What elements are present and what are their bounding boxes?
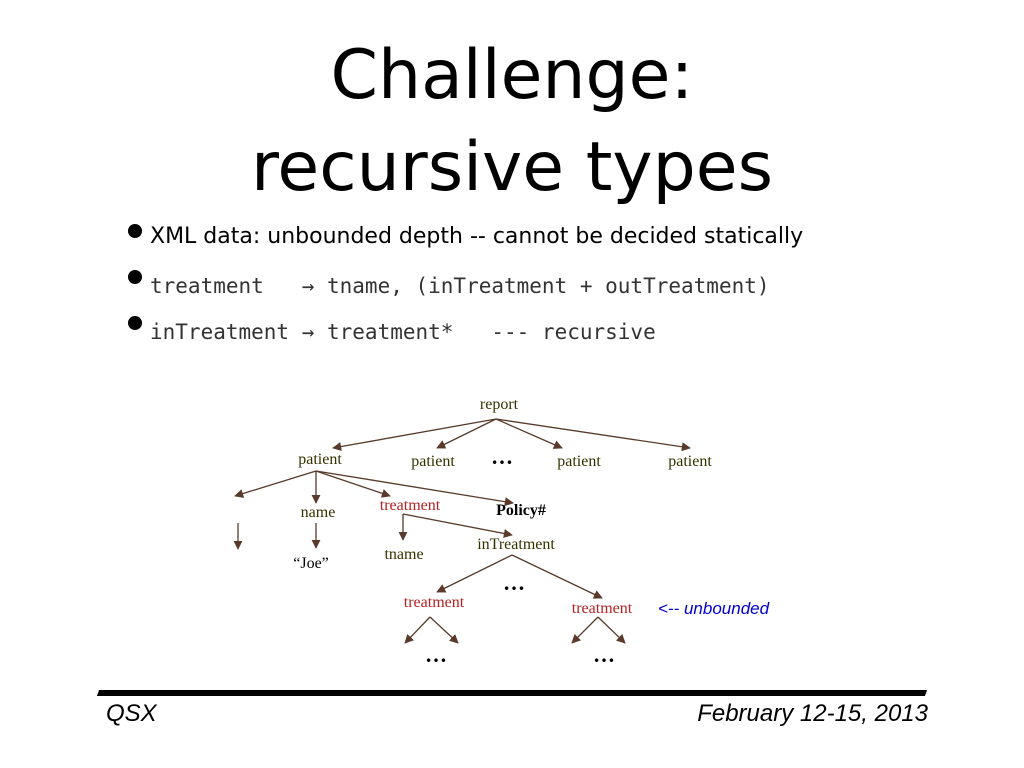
ellipsis: … (425, 642, 447, 667)
bullet-text: inTreatment → treatment* --- recursive (150, 320, 656, 344)
tree-edges (233, 418, 691, 644)
title-line-1: Challenge: (330, 36, 694, 115)
edge (315, 470, 391, 498)
edge (315, 470, 514, 507)
bullet-text: treatment → tname, (inTreatment + outTre… (150, 274, 770, 298)
node-name: name (301, 504, 336, 521)
node-treatment: treatment (404, 594, 465, 611)
node-treatment: treatment (572, 600, 633, 617)
node-tname: tname (384, 546, 423, 563)
ellipsis: … (491, 444, 513, 469)
bullet-item: XML data: unbounded depth -- cannot be d… (128, 220, 988, 266)
edge (402, 513, 513, 538)
node-report: report (480, 396, 519, 413)
node-patient: patient (668, 453, 712, 470)
edge (571, 616, 599, 644)
bullet-text: XML data: unbounded depth -- cannot be d… (150, 224, 804, 249)
node-intreatment: inTreatment (477, 536, 555, 553)
bullet-item: treatment → tname, (inTreatment + outTre… (128, 266, 988, 312)
ellipsis: … (593, 642, 615, 667)
node-patient: patient (298, 451, 342, 468)
edge (597, 616, 626, 644)
node-patient: patient (411, 453, 455, 470)
edge (495, 418, 563, 449)
edge (429, 616, 459, 644)
footer-divider (96, 690, 928, 696)
bullet-dot-icon (128, 270, 142, 284)
bullet-dot-icon (128, 316, 142, 330)
bullet-dot-icon (128, 224, 142, 238)
node-treatment: treatment (380, 497, 441, 514)
edge (511, 554, 603, 599)
edge (495, 418, 691, 452)
edge (436, 554, 513, 593)
node-joe: “Joe” (293, 555, 329, 572)
edge (436, 418, 497, 449)
bullet-list: XML data: unbounded depth -- cannot be d… (128, 220, 988, 358)
title-line-2: recursive types (250, 128, 774, 207)
footer-date: February 12-15, 2013 (697, 700, 928, 727)
edge (332, 418, 497, 452)
footer-course: QSX (106, 700, 157, 727)
edge (234, 470, 317, 498)
node-policy: Policy# (496, 502, 546, 519)
node-patient: patient (557, 453, 601, 470)
xml-tree-diagram: report patient patient patient patient …… (233, 396, 770, 667)
bullet-item: inTreatment → treatment* --- recursive (128, 312, 988, 358)
ellipsis: … (503, 570, 525, 595)
slide-title: Challenge: recursive types (0, 30, 1024, 214)
edge (404, 616, 431, 644)
unbounded-annotation: <-- unbounded (658, 599, 770, 618)
